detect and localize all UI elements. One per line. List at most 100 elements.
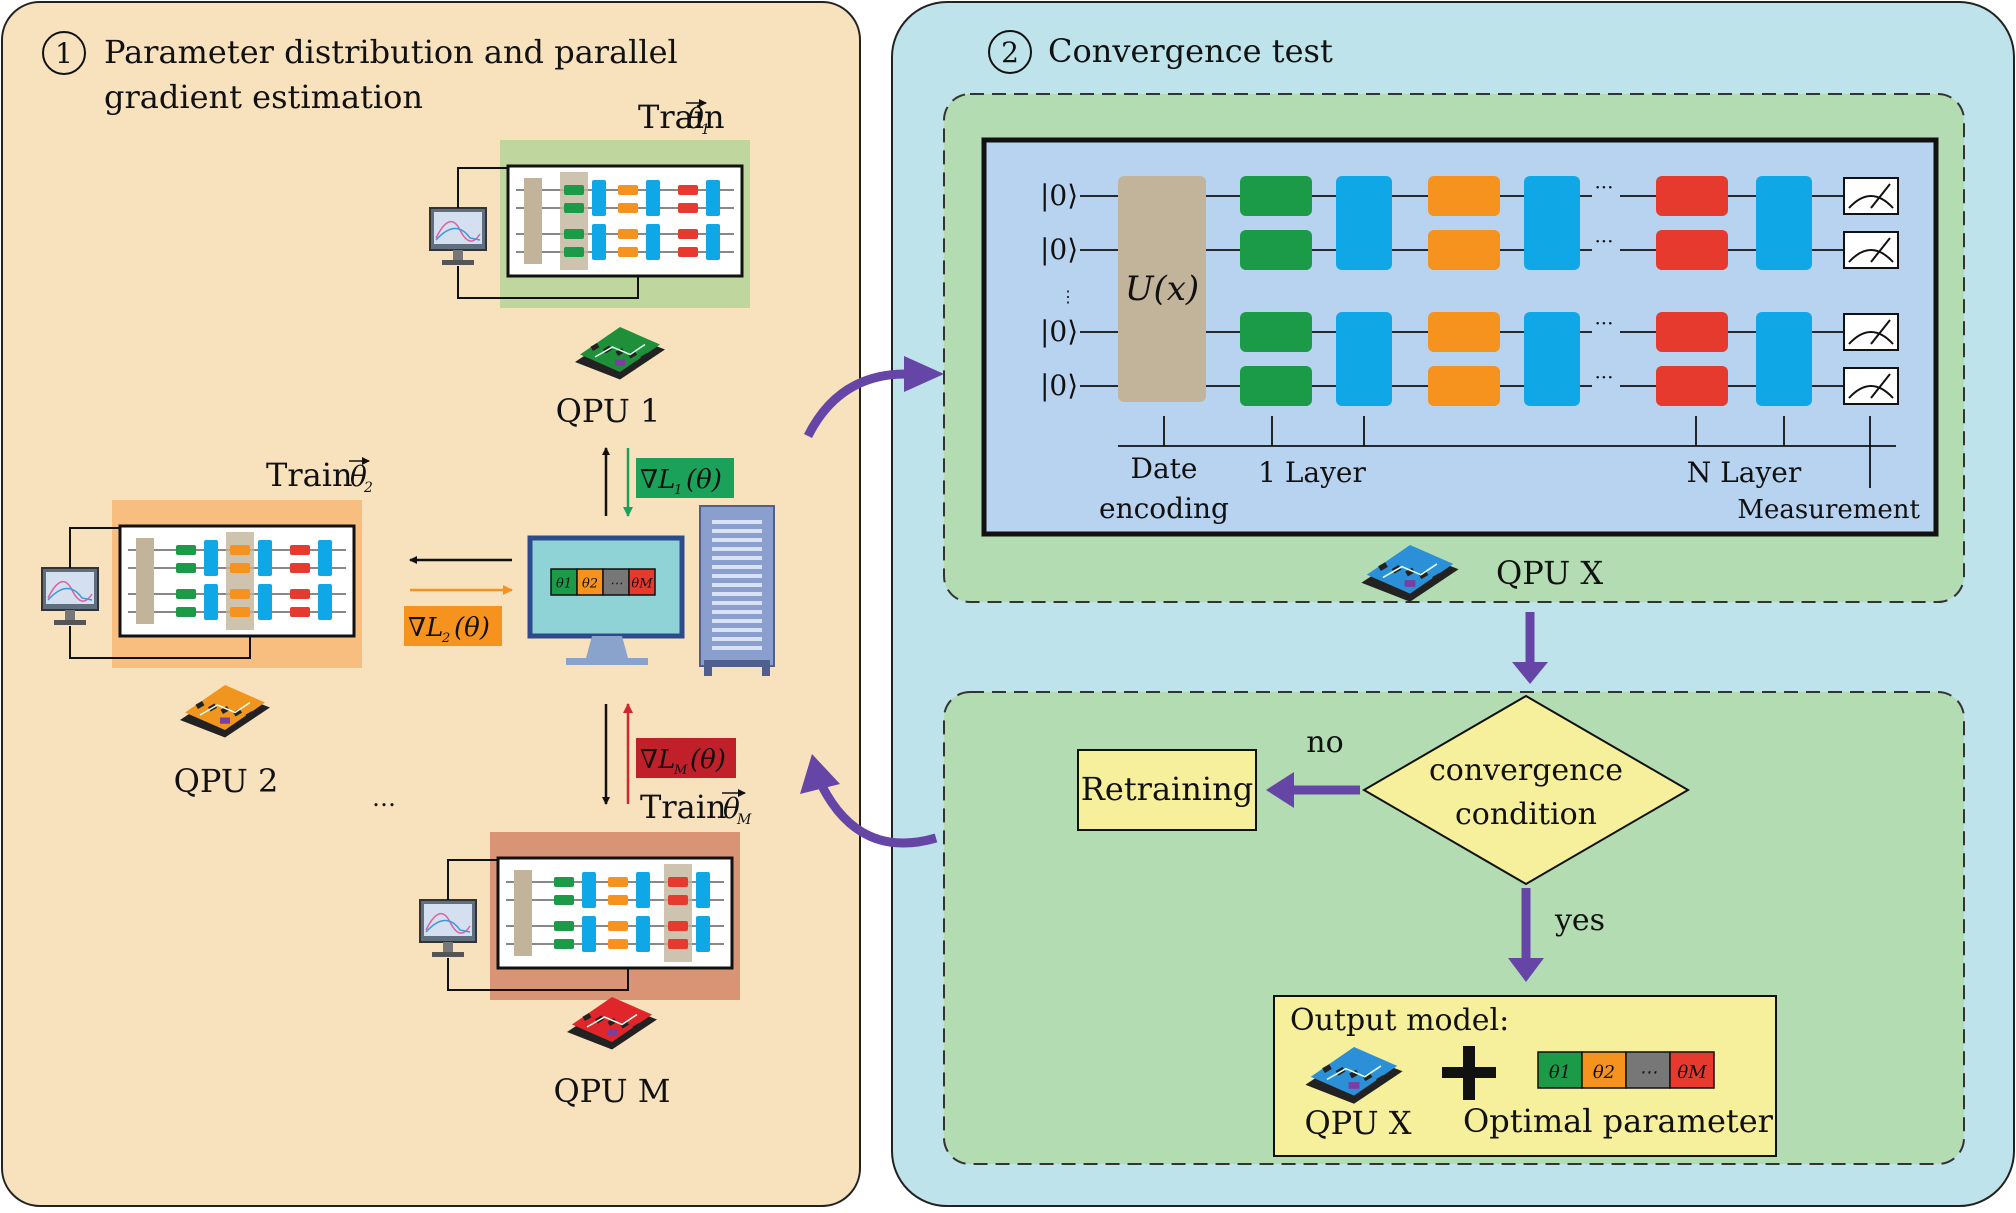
green-gate [1240, 176, 1312, 216]
gradient-box-2 [404, 606, 502, 646]
rack-slot [712, 565, 762, 569]
entangling-gate [1756, 312, 1812, 406]
chip-component [582, 1012, 592, 1022]
mini-gate [230, 563, 250, 573]
mini-gate [678, 229, 698, 239]
mini-gate [618, 247, 638, 257]
gradient-label-2: ∇L 2 (θ) [408, 613, 490, 646]
qpu2-label: QPU 2 [174, 762, 279, 800]
qpu1-training-module [429, 140, 750, 308]
gradient-label-M: ∇L M (θ) [640, 745, 726, 778]
mini-gate [564, 203, 584, 213]
gradient-box-M [636, 738, 736, 778]
mini-gate [564, 229, 584, 239]
output-title: Output model: [1290, 1003, 1509, 1038]
chip-component [640, 352, 650, 362]
mini-gate [230, 607, 250, 617]
mini-entangler [582, 872, 596, 908]
ket-zero-label: |0⟩ [1040, 233, 1078, 266]
mini-entangler [636, 916, 650, 952]
chip-component [1418, 570, 1429, 580]
mini-gate [618, 203, 638, 213]
svg-text:1: 1 [701, 122, 710, 138]
mini-encoding [524, 178, 542, 264]
entangling-gate [1336, 312, 1392, 406]
param-label: θ1 [556, 577, 572, 592]
svg-text:∇L: ∇L [640, 745, 675, 775]
meter-needle [1870, 319, 1891, 345]
svg-text:2: 2 [363, 480, 373, 496]
mini-entangler [258, 540, 272, 576]
gate-ellipsis: ··· [1594, 175, 1613, 199]
svg-text:2: 2 [441, 631, 450, 646]
mini-entangler [592, 224, 606, 260]
entangling-gate [1756, 176, 1812, 270]
wire-gap [1592, 326, 1620, 338]
param-label: θ1 [1549, 1062, 1571, 1083]
mini-gate [618, 229, 638, 239]
chip-component [615, 347, 625, 357]
param-block [602, 568, 630, 596]
panel1-number: 1 [55, 37, 73, 70]
chip-trace [586, 1013, 638, 1028]
chip-component [195, 700, 205, 710]
mini-gate [230, 545, 250, 555]
chip-trace [1326, 1065, 1382, 1081]
gate-ellipsis: ··· [1594, 365, 1613, 389]
chip-trace [1382, 563, 1438, 579]
panel2-title: Convergence test [1048, 32, 1333, 70]
mini-entangler [592, 180, 606, 216]
qpu1-label: QPU 1 [556, 392, 661, 430]
decision-text-line1: convergence [1429, 753, 1623, 788]
panel1-title-line2: gradient estimation [104, 78, 423, 116]
mini-entangler [646, 180, 660, 216]
decision-text-line2: condition [1455, 797, 1597, 832]
arrow-back-to-retrain [817, 783, 938, 848]
param-label: θM [1677, 1062, 1707, 1083]
meter-arc [1848, 195, 1894, 209]
mini-gate [608, 921, 628, 931]
entangling-gate [1336, 176, 1392, 270]
chip-component [1349, 1069, 1359, 1079]
rack-slot [712, 619, 762, 623]
svg-text:Train: Train [266, 456, 353, 494]
chip-core [615, 359, 625, 366]
svg-text:θ: θ [687, 102, 704, 135]
mini-entangler [204, 540, 218, 576]
svg-text:M: M [673, 763, 688, 778]
wire-gap [1592, 380, 1620, 392]
orange-gate [1428, 312, 1500, 352]
panel2-number-circle [988, 30, 1032, 74]
mini-entangler [318, 540, 332, 576]
mini-gate [176, 607, 196, 617]
red-gate [1656, 176, 1728, 216]
svg-text:θ: θ [350, 460, 367, 493]
red-gate [1656, 366, 1728, 406]
mini-entangler [696, 916, 710, 952]
mini-encoding [514, 870, 532, 956]
label-n-layer: N Layer [1687, 456, 1802, 489]
chip-core [220, 717, 230, 724]
meter-needle [1870, 183, 1891, 209]
quantum-circuit: |0⟩|0⟩|0⟩|0⟩⋮U(x)············ [1040, 175, 1899, 488]
svg-text:(θ): (θ) [454, 613, 490, 643]
chip-component [590, 342, 600, 352]
feedback-line [69, 626, 254, 659]
monitor-curve [435, 227, 481, 241]
mini-gate [564, 185, 584, 195]
monitor-curve [47, 587, 93, 601]
mini-gate [678, 185, 698, 195]
mini-gate [608, 939, 628, 949]
mini-gate [668, 921, 688, 931]
mini-entangler [582, 916, 596, 952]
qpu1-chip-icon [575, 327, 665, 380]
mini-gate [554, 939, 574, 949]
rack-slot [712, 574, 762, 578]
qpuM-chip-icon [567, 997, 657, 1050]
mini-gate [176, 589, 196, 599]
svg-text:(θ): (θ) [686, 465, 722, 495]
train-label-1: Train θ 1 [638, 98, 725, 138]
chip-component [233, 708, 242, 717]
